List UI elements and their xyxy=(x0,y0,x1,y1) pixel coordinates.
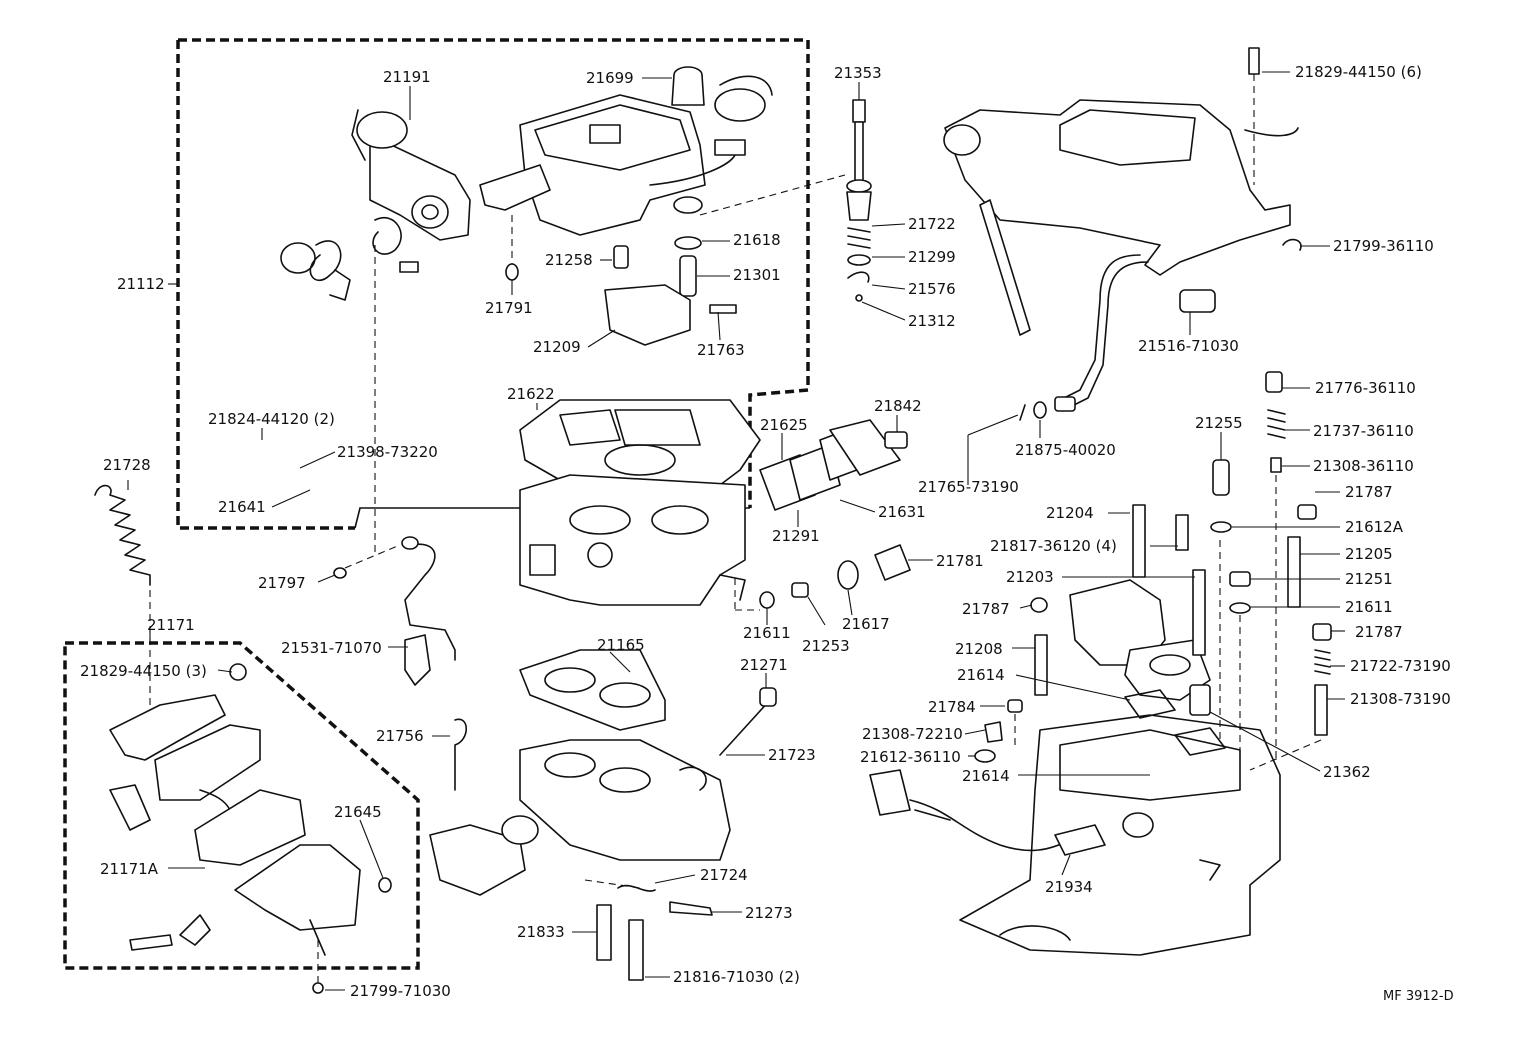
choke-housing-21191 xyxy=(351,109,471,241)
label-21308-73190: 21308-73190 xyxy=(1350,690,1451,708)
label-21722: 21722 xyxy=(908,215,956,233)
float-bowl-right xyxy=(959,714,1281,956)
label-21112: 21112 xyxy=(117,275,165,293)
label-21737-36110: 21737-36110 xyxy=(1313,422,1414,440)
label-21516-71030: 21516-71030 xyxy=(1138,337,1239,355)
label-21791: 21791 xyxy=(485,299,533,317)
small-right-parts xyxy=(1019,401,1047,421)
label-21171A: 21171A xyxy=(100,860,159,878)
label-21612-36110: 21612-36110 xyxy=(860,748,961,766)
label-21787-top: 21787 xyxy=(1345,483,1393,501)
label-21645: 21645 xyxy=(334,803,382,821)
label-21203: 21203 xyxy=(1006,568,1054,586)
label-21205: 21205 xyxy=(1345,545,1393,563)
label-21763: 21763 xyxy=(697,341,745,359)
label-21842: 21842 xyxy=(874,397,922,415)
label-21776-36110: 21776-36110 xyxy=(1315,379,1416,397)
label-21258: 21258 xyxy=(545,251,593,269)
gasket-21165 xyxy=(519,649,666,731)
gaskets-21625-21631 xyxy=(759,419,908,511)
cover-21208-block xyxy=(1069,579,1211,701)
figure-code: MF 3912-D xyxy=(1383,989,1454,1004)
small-parts-center xyxy=(734,544,911,611)
label-21934: 21934 xyxy=(1045,878,1093,896)
label-21611-center: 21611 xyxy=(743,624,791,642)
label-21722-73190: 21722-73190 xyxy=(1350,657,1451,675)
label-21612A: 21612A xyxy=(1345,518,1404,536)
throttle-body xyxy=(429,687,777,896)
label-21398-73220: 21398-73220 xyxy=(337,443,438,461)
label-21255: 21255 xyxy=(1195,414,1243,432)
label-21209: 21209 xyxy=(533,338,581,356)
solenoid-21699 xyxy=(671,66,773,156)
label-21611-right: 21611 xyxy=(1345,598,1393,616)
label-21631: 21631 xyxy=(878,503,926,521)
label-21817-36120-4: 21817-36120 (4) xyxy=(990,537,1117,555)
label-21362: 21362 xyxy=(1323,763,1371,781)
label-21253: 21253 xyxy=(802,637,850,655)
label-21617: 21617 xyxy=(842,615,890,633)
label-21271: 21271 xyxy=(740,656,788,674)
label-21614-lower: 21614 xyxy=(962,767,1010,785)
label-21312: 21312 xyxy=(908,312,956,330)
label-21728: 21728 xyxy=(103,456,151,474)
label-21699: 21699 xyxy=(586,69,634,87)
label-21824-44120-2: 21824-44120 (2) xyxy=(208,410,335,428)
main-body xyxy=(519,474,746,606)
pins-right xyxy=(974,371,1332,771)
label-21614-upper: 21614 xyxy=(957,666,1005,684)
pump-piston-column xyxy=(846,99,872,302)
screws-bottom xyxy=(584,879,713,981)
label-21299: 21299 xyxy=(908,248,956,266)
label-21799-36110: 21799-36110 xyxy=(1333,237,1434,255)
label-21251: 21251 xyxy=(1345,570,1393,588)
part-labels: 21191 21699 21353 21829-44150 (6) 21112 … xyxy=(80,63,1454,1004)
label-21787-low: 21787 xyxy=(1355,623,1403,641)
label-21799-71030: 21799-71030 xyxy=(350,982,451,1000)
label-21723: 21723 xyxy=(768,746,816,764)
label-21301: 21301 xyxy=(733,266,781,284)
label-21797: 21797 xyxy=(258,574,306,592)
pipe-21531 xyxy=(333,245,456,686)
label-21816-71030-2: 21816-71030 (2) xyxy=(673,968,800,986)
label-21829-44150-3: 21829-44150 (3) xyxy=(80,662,207,680)
label-21641: 21641 xyxy=(218,498,266,516)
air-horn-body xyxy=(479,94,736,236)
label-21829-44150-6: 21829-44150 (6) xyxy=(1295,63,1422,81)
label-21353: 21353 xyxy=(834,64,882,82)
label-21308-72210: 21308-72210 xyxy=(862,725,963,743)
label-21531-71070: 21531-71070 xyxy=(281,639,382,657)
label-21308-36110: 21308-36110 xyxy=(1313,457,1414,475)
label-21781: 21781 xyxy=(936,552,984,570)
sensor-21934 xyxy=(869,769,1106,856)
label-21618: 21618 xyxy=(733,231,781,249)
label-21291: 21291 xyxy=(772,527,820,545)
label-21165: 21165 xyxy=(597,636,645,654)
needle-valve-parts xyxy=(505,174,846,346)
label-21622: 21622 xyxy=(507,385,555,403)
label-21204: 21204 xyxy=(1046,504,1094,522)
label-21576: 21576 xyxy=(908,280,956,298)
air-horn-right xyxy=(943,47,1302,412)
leader-lines xyxy=(127,71,1345,991)
dashpot-21171 xyxy=(109,663,392,994)
label-21191: 21191 xyxy=(383,68,431,86)
spring-21728 xyxy=(94,484,151,720)
group-frame-21171 xyxy=(63,641,420,970)
choke-spring-parts xyxy=(280,217,419,301)
label-21724: 21724 xyxy=(700,866,748,884)
label-21875-40020: 21875-40020 xyxy=(1015,441,1116,459)
label-21756: 21756 xyxy=(376,727,424,745)
label-21625: 21625 xyxy=(760,416,808,434)
label-21171: 21171 xyxy=(147,616,195,634)
label-21208: 21208 xyxy=(955,640,1003,658)
label-21784: 21784 xyxy=(928,698,976,716)
label-21833: 21833 xyxy=(517,923,565,941)
label-21273: 21273 xyxy=(745,904,793,922)
label-21765-73190: 21765-73190 xyxy=(918,478,1019,496)
label-21787-mid: 21787 xyxy=(962,600,1010,618)
gasket-21622 xyxy=(519,399,761,486)
